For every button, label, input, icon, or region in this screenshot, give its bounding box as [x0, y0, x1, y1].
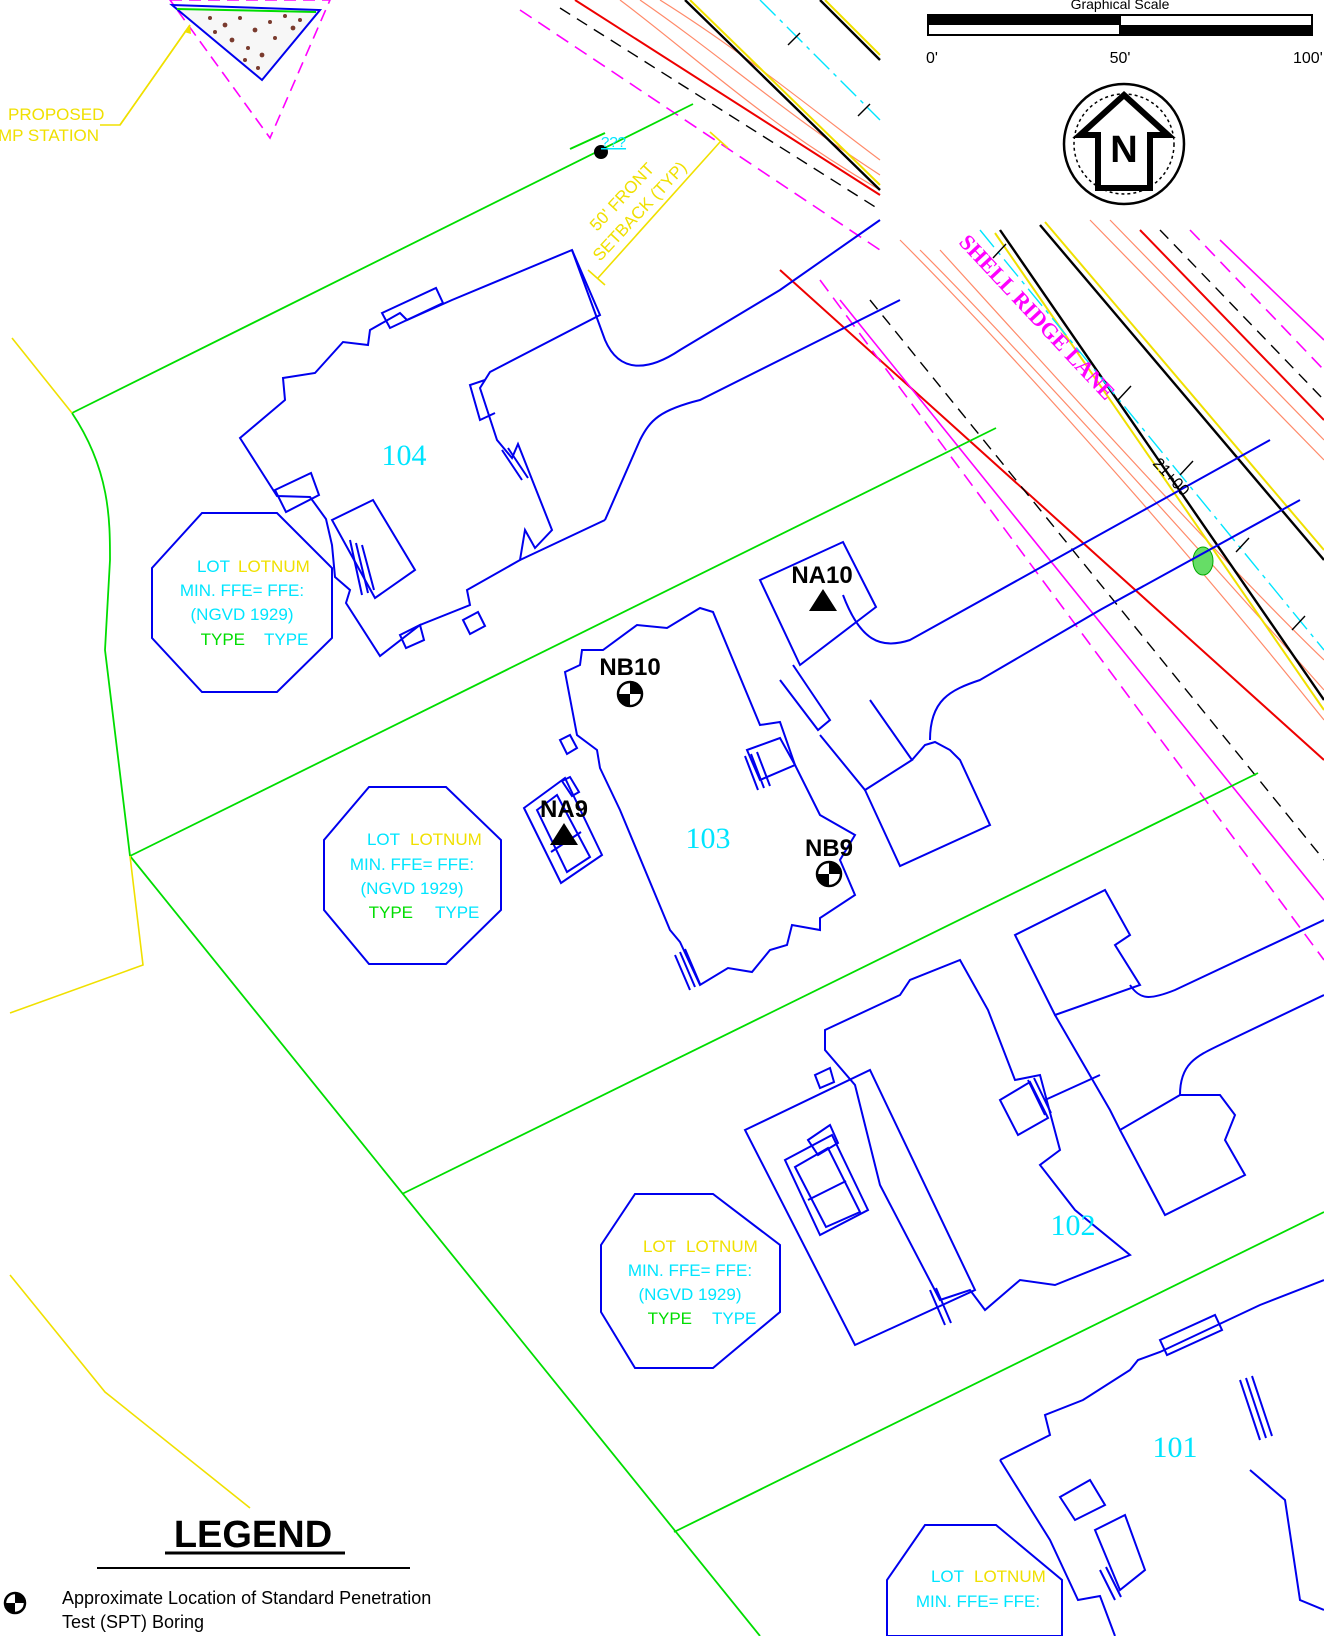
lot-tag-4-lot: LOT	[931, 1567, 964, 1586]
scale-tick-50: 50'	[1110, 50, 1131, 67]
lot-tag-3: LOT LOTNUM MIN. FFE= FFE: (NGVD 1929) TY…	[628, 1237, 758, 1328]
lot-tag-1-type2: TYPE	[264, 630, 308, 649]
lot-104-house	[238, 219, 901, 658]
lot-number-103: 103	[686, 822, 731, 855]
lot-tag-1: LOT LOTNUM MIN. FFE= FFE: (NGVD 1929) TY…	[180, 557, 310, 649]
pump-station-leader-arrow	[184, 25, 191, 34]
station-label: 21+00	[1149, 455, 1192, 500]
lot-tag-1-lot: LOT	[197, 557, 230, 576]
lot-tag-3-lot: LOT	[643, 1237, 676, 1256]
lot-tag-2-datum: (NGVD 1929)	[361, 879, 464, 898]
triangle-marker-icon	[809, 589, 837, 611]
lot-tag-3-ffe: MIN. FFE= FFE:	[628, 1261, 752, 1280]
lot-tag-1-type1: TYPE	[201, 630, 245, 649]
lot-number-104: 104	[382, 439, 427, 472]
lot-tag-3-datum: (NGVD 1929)	[639, 1285, 742, 1304]
north-arrow-icon	[1072, 90, 1176, 191]
lot-tag-3-type1: TYPE	[648, 1309, 692, 1328]
boring-label-NB9: NB9	[805, 835, 853, 862]
lot-tag-octagons	[151, 512, 1063, 1636]
boring-NA10[interactable]: NA10	[791, 562, 853, 611]
lot-number-101: 101	[1153, 1431, 1198, 1464]
street-name-label: SHELL RIDGE LANE	[954, 229, 1120, 404]
north-arrow-letter: N	[1110, 129, 1137, 171]
lot-tag-2-lot: LOT	[367, 830, 400, 849]
legend-title: LEGEND	[174, 1514, 332, 1556]
lot-tag-1-ffe: MIN. FFE= FFE:	[180, 581, 304, 600]
north-arrow: N	[1062, 82, 1186, 206]
legend: LEGEND Approximate Location of Standard …	[3, 1514, 431, 1632]
lot-tag-1-lotnum: LOTNUM	[238, 557, 310, 576]
pump-station	[169, 0, 331, 140]
scale-bar-fill-right	[1120, 25, 1312, 35]
lot-tag-1-datum: (NGVD 1929)	[191, 605, 294, 624]
boring-label-NB10: NB10	[599, 654, 660, 681]
boring-NA9[interactable]: NA9	[540, 796, 588, 845]
lot-tag-4: LOT LOTNUM MIN. FFE= FFE:	[916, 1567, 1046, 1611]
scale-tick-100: 100'	[1293, 50, 1323, 67]
spt-boring-icon	[616, 680, 644, 708]
spt-boring-icon	[815, 860, 843, 888]
lot-103-house	[522, 439, 1301, 991]
proposed-pump-label-line1: PROPOSED	[8, 105, 104, 124]
setback-dimension-line	[587, 131, 729, 286]
boring-label-NA9: NA9	[540, 796, 588, 823]
legend-spt-line2: Test (SPT) Boring	[62, 1612, 204, 1632]
scale-bar-fill-left	[928, 15, 1120, 25]
triangle-marker-icon	[550, 823, 578, 845]
legend-spt-line1: Approximate Location of Standard Penetra…	[62, 1588, 431, 1608]
lot-tag-2: LOT LOTNUM MIN. FFE= FFE: (NGVD 1929) TY…	[350, 830, 482, 922]
unknown-point-marker	[594, 145, 608, 159]
boring-NB9[interactable]: NB9	[805, 835, 853, 888]
lot-tag-2-type1: TYPE	[369, 903, 413, 922]
lot-101-house	[999, 1279, 1324, 1636]
property-boundary	[9, 24, 251, 1509]
graphical-scale: Graphical Scale 0' 50' 100'	[926, 0, 1323, 67]
lot-tag-4-lotnum: LOTNUM	[974, 1567, 1046, 1586]
lot-tag-3-type2: TYPE	[712, 1309, 756, 1328]
lot-lines	[71, 103, 1324, 1636]
lot-tag-2-ffe: MIN. FFE= FFE:	[350, 855, 474, 874]
scale-title: Graphical Scale	[1071, 0, 1170, 12]
lot-102-house	[743, 888, 1324, 1347]
lot-tag-4-ffe: MIN. FFE= FFE:	[916, 1592, 1040, 1611]
legend-spt-icon	[3, 1591, 27, 1615]
lot-tag-2-lotnum: LOTNUM	[410, 830, 482, 849]
lot-tag-3-lotnum: LOTNUM	[686, 1237, 758, 1256]
lot-tag-2-type2: TYPE	[435, 903, 479, 922]
pump-station-leader	[100, 24, 191, 126]
proposed-pump-label-line2: MP STATION	[0, 126, 99, 145]
lot-number-102: 102	[1051, 1209, 1096, 1242]
road-corridor	[519, 0, 1324, 961]
scale-tick-0: 0'	[926, 50, 938, 67]
boring-NB10[interactable]: NB10	[599, 654, 661, 708]
boring-label-NA10: NA10	[791, 562, 852, 589]
unknown-point-label: ???	[601, 134, 626, 151]
